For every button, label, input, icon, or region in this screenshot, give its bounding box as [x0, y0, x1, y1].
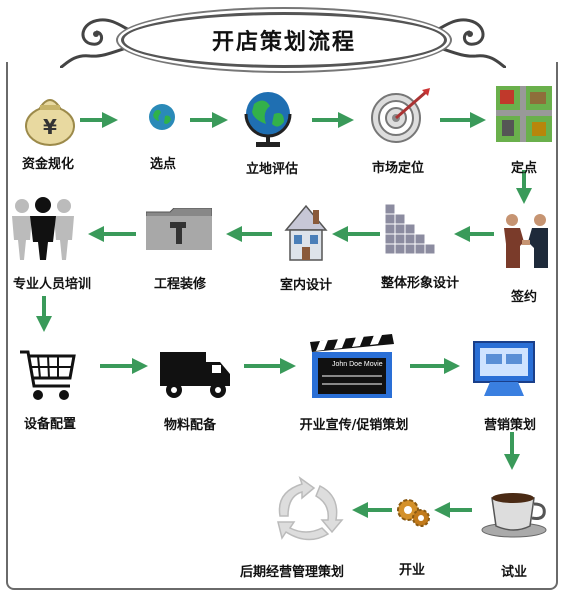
step-label-construction: 工程装修: [153, 277, 207, 292]
grid-stairs-icon: [385, 204, 436, 255]
house-icon: [284, 204, 328, 261]
step-label-market-positioning: 市场定位: [371, 161, 425, 176]
title-plate: 开店策划流程: [121, 12, 447, 68]
recycle-arrows-icon: [277, 476, 344, 541]
hammer-folder-icon: [146, 208, 212, 250]
frame-border: [6, 62, 558, 590]
step-label-location-fixed: 定点: [510, 161, 538, 176]
handshake-icon: [504, 214, 548, 268]
step-label-promotion-planning: 开业宣传/促销策划: [299, 418, 409, 433]
page-title: 开店策划流程: [211, 30, 356, 55]
step-label-opening: 开业: [398, 563, 426, 578]
step-label-signing: 签约: [510, 290, 538, 305]
step-label-site-selection: 选点: [149, 157, 177, 172]
step-label-trial-operation: 试业: [500, 565, 528, 580]
svg-text:¥: ¥: [43, 115, 57, 139]
money-bag-icon: ¥: [25, 99, 75, 146]
target-icon: [371, 88, 430, 143]
coffee-cup-icon: [481, 493, 547, 538]
step-label-site-evaluation: 立地评估: [245, 162, 299, 177]
truck-icon: [160, 352, 230, 398]
shopping-cart-icon: [20, 350, 76, 400]
step-label-overall-image-design: 整体形象设计: [380, 276, 460, 291]
monitor-icon: [473, 341, 535, 396]
clapper-text: John Doe Movie: [332, 361, 383, 368]
globe-icon: [149, 104, 175, 130]
clapperboard-icon: John Doe Movie: [308, 334, 398, 400]
step-label-staff-training: 专业人员培训: [12, 277, 92, 292]
step-label-interior-design: 室内设计: [279, 278, 333, 293]
clapperboard-graphic: [310, 334, 394, 398]
step-label-equipment: 设备配置: [23, 417, 77, 432]
step-label-materials: 物料配备: [163, 418, 217, 433]
gears-icon: [397, 499, 430, 527]
people-icon: [12, 197, 74, 260]
step-label-post-management: 后期经营管理策划: [239, 565, 345, 580]
city-map-icon: [496, 86, 552, 142]
step-label-marketing-planning: 营销策划: [483, 418, 537, 433]
step-label-funding: 资金规化: [21, 157, 75, 172]
desk-globe-icon: [244, 92, 292, 147]
